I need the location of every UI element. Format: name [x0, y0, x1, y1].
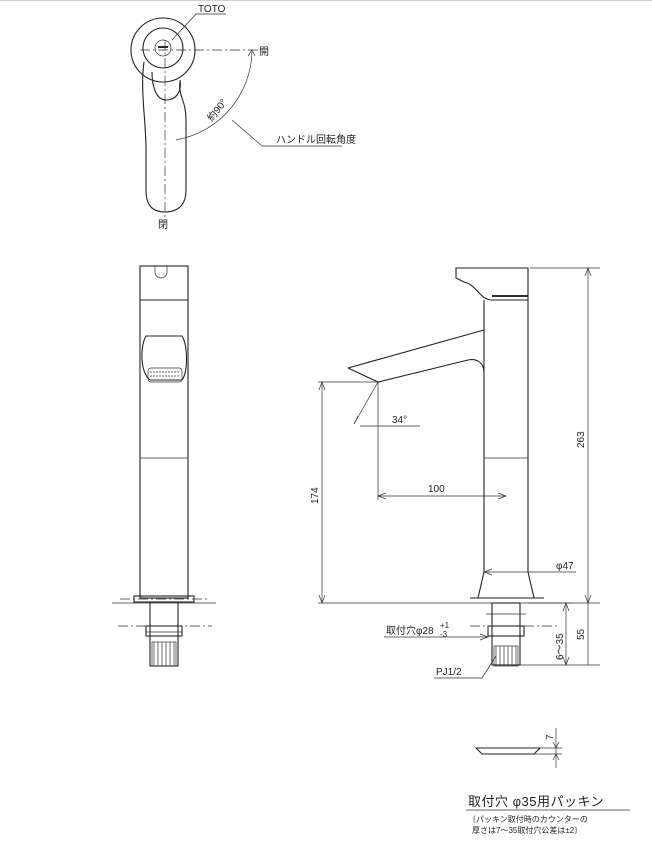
thread-label: PJ1/2 — [436, 667, 462, 678]
gasket-thickness: 7 — [545, 734, 556, 740]
mount-hole-tol-plus: +1 — [440, 621, 450, 630]
dim-100: 100 — [428, 484, 445, 495]
dim-34-deg: 34° — [392, 415, 407, 426]
open-label: 開 — [259, 46, 269, 58]
brand-label: TOTO — [198, 4, 226, 15]
front-view — [112, 265, 216, 667]
gasket-note-1: 〔パッキン取付時のカウンターの — [468, 814, 588, 824]
gasket-detail: 7 取付穴 φ35用パッキン 〔パッキン取付時のカウンターの 厚さは7〜35取付… — [466, 728, 630, 835]
angle-label: 約90° — [204, 96, 230, 124]
gasket-note-2: 厚さは7〜35取付穴公差は±2〕 — [472, 825, 582, 835]
mount-hole-label: 取付穴φ28 — [386, 624, 434, 637]
dim-55: 55 — [576, 628, 587, 640]
top-border — [0, 0, 652, 1]
top-view: TOTO 開 閉 約90° ハンドル回転角度 — [130, 4, 356, 231]
side-view: 263 174 34° 100 φ47 取付穴φ28 +1 -3 — [310, 267, 600, 679]
dim-6-35: 6〜35 — [555, 633, 566, 660]
handle-rotation-label: ハンドル回転角度 — [276, 133, 356, 146]
mount-hole-tol-minus: -3 — [440, 630, 448, 639]
dim-174: 174 — [310, 487, 321, 504]
close-label: 閉 — [158, 219, 168, 231]
dim-263: 263 — [576, 431, 587, 448]
dim-phi47: φ47 — [556, 561, 574, 572]
gasket-title: 取付穴 φ35用パッキン — [468, 794, 604, 809]
